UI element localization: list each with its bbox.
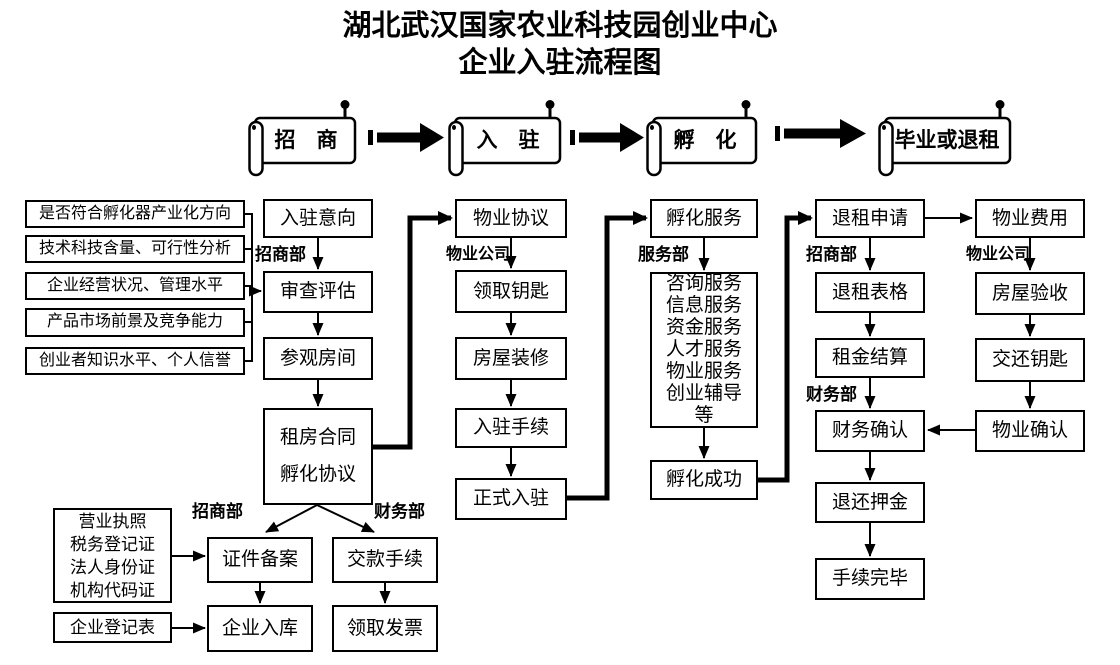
phase-banner-biye: 毕业或退租 [894, 128, 1000, 152]
node-property-confirm: 物业确认 [975, 410, 1085, 452]
node-payment-procedure: 交款手续 [332, 537, 438, 583]
page-title: 湖北武汉国家农业科技园创业中心 企业入驻流程图 [0, 8, 1120, 82]
node-visit-room: 参观房间 [263, 337, 373, 380]
node-contract: 租房合同 孵化协议 [263, 408, 373, 505]
service-line: 创业辅导 [665, 383, 742, 404]
dept-label-investment: 招商部 [806, 245, 857, 264]
node-get-invoice: 领取发票 [332, 605, 438, 652]
phase-banner-ruzhu: 入 驻 [476, 128, 540, 152]
node-cert-filing: 证件备案 [207, 537, 313, 583]
node-terminate-application: 退租申请 [815, 199, 925, 238]
service-line: 咨询服务 [665, 273, 742, 294]
phase-arrow-2 [570, 123, 644, 152]
node-rent-settlement: 租金结算 [815, 338, 925, 378]
service-line: 信息服务 [665, 295, 742, 316]
node-incubation-success: 孵化成功 [650, 460, 758, 500]
scroll-shape-fuhua [646, 100, 758, 177]
node-review-assess: 审查评估 [263, 271, 373, 313]
node-entry-intent: 入驻意向 [263, 199, 373, 238]
scroll-shape-biye [878, 100, 1012, 177]
node-documents: 营业执照 税务登记证 法人身份证 机构代码证 [53, 508, 172, 603]
node-property-fee: 物业费用 [975, 199, 1085, 238]
page-title-line2: 企业入驻流程图 [458, 47, 662, 79]
dept-label-service: 服务部 [638, 245, 689, 264]
document-line: 税务登记证 [70, 534, 155, 554]
node-official-entry: 正式入驻 [455, 478, 567, 520]
node-contract-line2: 孵化协议 [279, 463, 356, 485]
node-service-list: 咨询服务 信息服务 资金服务 人才服务 物业服务 创业辅导 等 [650, 272, 758, 428]
node-procedure-complete: 手续完毕 [815, 558, 925, 600]
service-line: 资金服务 [665, 317, 742, 338]
service-line: 人才服务 [665, 339, 742, 360]
criteria-bracket [245, 213, 253, 362]
node-terminate-form: 退租表格 [815, 272, 925, 313]
node-contract-line1: 租房合同 [279, 427, 356, 449]
document-line: 营业执照 [78, 511, 147, 531]
node-house-inspection: 房屋验收 [975, 272, 1085, 315]
node-registration-form: 企业登记表 [53, 612, 172, 643]
node-deposit-refund: 退还押金 [815, 482, 925, 523]
criteria-item: 技术科技含量、可行性分析 [25, 235, 245, 263]
page-title-line1: 湖北武汉国家农业科技园创业中心 [342, 10, 778, 42]
criteria-item: 创业者知识水平、个人信誉 [25, 347, 245, 375]
document-line: 机构代码证 [70, 580, 155, 600]
service-line: 物业服务 [665, 361, 742, 382]
node-get-keys: 领取钥匙 [455, 270, 567, 313]
node-company-storage: 企业入库 [207, 605, 313, 652]
node-entry-procedure: 入驻手续 [455, 408, 567, 448]
node-finance-confirm: 财务确认 [815, 410, 925, 452]
criteria-item: 产品市场前景及竞争能力 [25, 308, 245, 337]
scroll-shape-zhaoshang [248, 100, 357, 177]
dept-label-investment: 招商部 [192, 502, 243, 521]
document-line: 法人身份证 [70, 557, 155, 577]
node-house-renovation: 房屋装修 [455, 337, 567, 380]
phase-banner-zhaoshang: 招 商 [274, 128, 338, 152]
dept-label-finance: 财务部 [806, 385, 857, 404]
node-incubation-service: 孵化服务 [650, 199, 758, 238]
service-line: 等 [694, 405, 714, 426]
node-return-keys: 交还钥匙 [975, 338, 1085, 382]
criteria-item: 是否符合孵化器产业化方向 [25, 200, 245, 228]
scroll-shape-ruzhu [448, 100, 562, 177]
dept-label-investment: 招商部 [255, 245, 306, 264]
dept-label-property-company: 物业公司 [446, 246, 511, 263]
phase-arrow-1 [368, 123, 444, 152]
dept-label-finance: 财务部 [374, 502, 425, 521]
dept-label-property-company: 物业公司 [966, 246, 1031, 263]
node-property-agreement: 物业协议 [455, 199, 567, 238]
criteria-item: 企业经营状况、管理水平 [25, 272, 245, 300]
phase-arrow-3 [775, 119, 866, 148]
phase-banner-fuhua: 孵 化 [673, 128, 737, 152]
